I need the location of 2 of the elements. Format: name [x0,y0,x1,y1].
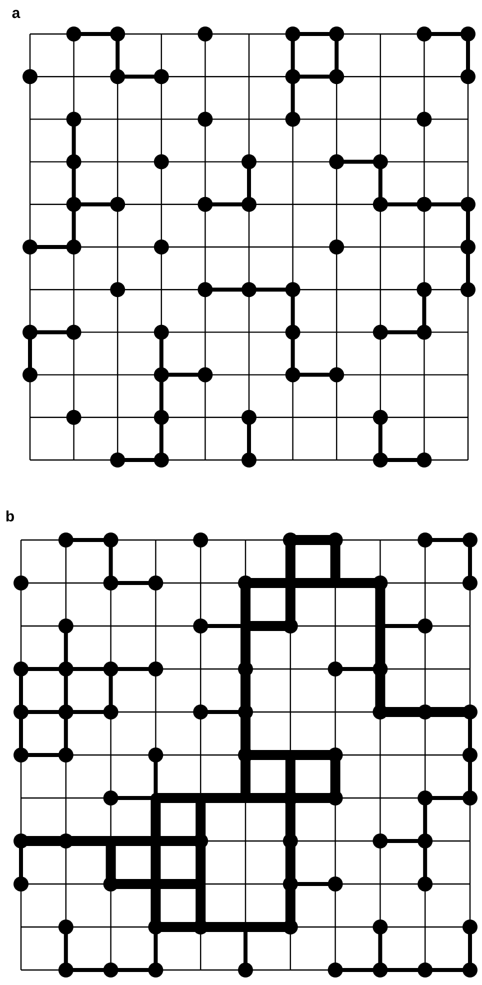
panel-label: b [6,510,14,522]
panel-label: a [12,10,20,18]
